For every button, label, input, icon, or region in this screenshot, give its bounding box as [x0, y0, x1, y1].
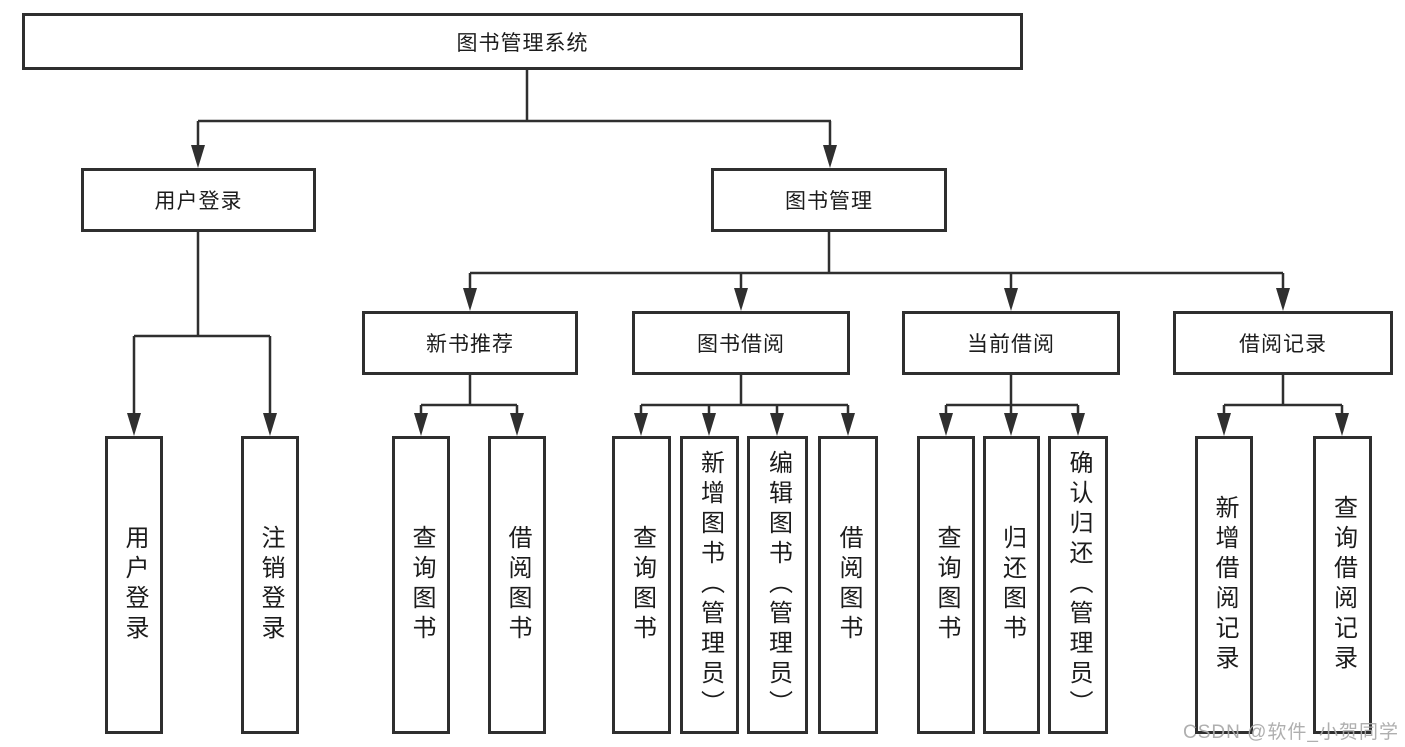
node-leaf-recommend-query-books: 查询图书: [392, 436, 450, 734]
node-leaf-user-login-label: 用户登录: [121, 525, 148, 645]
node-current-borrowing-label: 当前借阅: [967, 333, 1055, 356]
node-borrowing-records: 借阅记录: [1173, 311, 1393, 375]
node-book-borrowing-label: 图书借阅: [697, 333, 785, 356]
node-leaf-logout-label: 注销登录: [257, 525, 284, 645]
node-leaf-query-borrow-record: 查询借阅记录: [1313, 436, 1372, 734]
node-leaf-recommend-query-books-label: 查询图书: [408, 525, 435, 645]
node-book-management: 图书管理: [711, 168, 947, 232]
node-leaf-add-books-admin-label: 新增图书（管理员）: [696, 450, 724, 720]
node-leaf-edit-books-admin-label: 编辑图书（管理员）: [764, 450, 792, 720]
node-leaf-user-login: 用户登录: [105, 436, 163, 734]
node-new-book-recommend-label: 新书推荐: [426, 333, 514, 356]
node-leaf-recommend-borrow-books: 借阅图书: [488, 436, 546, 734]
node-leaf-borrowing-query-books-label: 查询图书: [628, 525, 656, 645]
node-leaf-add-books-admin: 新增图书（管理员）: [680, 436, 739, 734]
node-book-management-label: 图书管理: [785, 190, 873, 213]
node-leaf-current-query-books-label: 查询图书: [933, 525, 960, 645]
node-leaf-borrow-books-label: 借阅图书: [835, 525, 862, 645]
node-leaf-confirm-return-admin: 确认归还（管理员）: [1048, 436, 1108, 734]
csdn-watermark: CSDN @软件_小贺同学: [1183, 722, 1399, 743]
node-borrowing-records-label: 借阅记录: [1239, 333, 1327, 356]
node-leaf-recommend-borrow-books-label: 借阅图书: [504, 525, 531, 645]
node-leaf-return-books-label: 归还图书: [998, 525, 1026, 645]
node-leaf-edit-books-admin: 编辑图书（管理员）: [747, 436, 808, 734]
node-leaf-borrow-books: 借阅图书: [818, 436, 878, 734]
node-book-borrowing: 图书借阅: [632, 311, 850, 375]
node-leaf-borrowing-query-books: 查询图书: [612, 436, 671, 734]
node-leaf-confirm-return-admin-label: 确认归还（管理员）: [1065, 450, 1092, 720]
node-leaf-query-borrow-record-label: 查询借阅记录: [1329, 495, 1357, 675]
node-leaf-current-query-books: 查询图书: [917, 436, 975, 734]
node-user-login: 用户登录: [81, 168, 316, 232]
node-leaf-logout: 注销登录: [241, 436, 299, 734]
node-leaf-return-books: 归还图书: [983, 436, 1040, 734]
node-library-system: 图书管理系统: [22, 13, 1023, 70]
node-user-login-label: 用户登录: [154, 190, 243, 213]
node-new-book-recommend: 新书推荐: [362, 311, 578, 375]
node-current-borrowing: 当前借阅: [902, 311, 1120, 375]
node-library-system-label: 图书管理系统: [456, 31, 589, 55]
node-leaf-add-borrow-record: 新增借阅记录: [1195, 436, 1253, 734]
node-leaf-add-borrow-record-label: 新增借阅记录: [1211, 495, 1238, 675]
